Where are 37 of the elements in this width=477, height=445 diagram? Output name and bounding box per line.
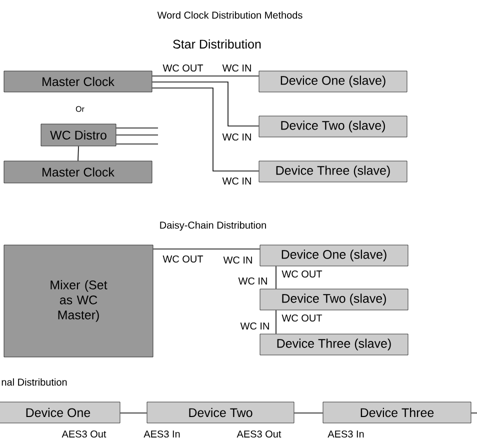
device-box: Device Two (slave) bbox=[260, 288, 408, 310]
device-box: Device Three (slave) bbox=[260, 334, 408, 356]
port-label: WC IN bbox=[223, 256, 252, 264]
port-label: WC IN bbox=[240, 322, 269, 330]
port-label: WC OUT bbox=[282, 270, 322, 278]
port-label: WC IN bbox=[222, 133, 251, 141]
device-box: Mixer (Set as WC Master) bbox=[4, 244, 154, 358]
cable-line bbox=[152, 88, 260, 172]
device-box: Master Clock bbox=[4, 70, 152, 92]
section-heading: nal Distribution bbox=[2, 378, 67, 386]
port-label: WC IN bbox=[222, 64, 251, 72]
section-heading: Star Distribution bbox=[173, 39, 261, 49]
device-box: Device One (slave) bbox=[260, 244, 408, 266]
port-label: WC OUT bbox=[162, 255, 204, 263]
device-box: WC Distro bbox=[40, 124, 116, 146]
cable-line bbox=[152, 82, 260, 126]
title: Word Clock Distribution Methods bbox=[157, 11, 302, 19]
device-box: Device One (slave) bbox=[258, 70, 408, 92]
cable-line bbox=[78, 146, 79, 162]
cable-line bbox=[116, 134, 158, 136]
section-heading: Daisy-Chain Distribution bbox=[160, 221, 266, 231]
port-label: WC OUT bbox=[162, 64, 204, 72]
device-box: Device Three bbox=[322, 402, 472, 424]
port-label: Or bbox=[76, 106, 84, 112]
device-box: Master Clock bbox=[4, 160, 152, 184]
device-box: Device Two (slave) bbox=[258, 116, 408, 138]
cable-line bbox=[120, 412, 148, 414]
cable-line bbox=[294, 412, 324, 414]
device-box: Device Two bbox=[146, 402, 294, 424]
port-label: WC IN bbox=[222, 177, 251, 185]
device-box: Device One bbox=[0, 402, 120, 424]
device-box: Device Three (slave) bbox=[258, 160, 408, 182]
cable-line bbox=[470, 412, 477, 414]
port-label: WC IN bbox=[238, 277, 267, 285]
port-label: AES3 In bbox=[144, 430, 180, 438]
cable-line bbox=[152, 248, 260, 250]
port-label: WC OUT bbox=[282, 314, 322, 322]
